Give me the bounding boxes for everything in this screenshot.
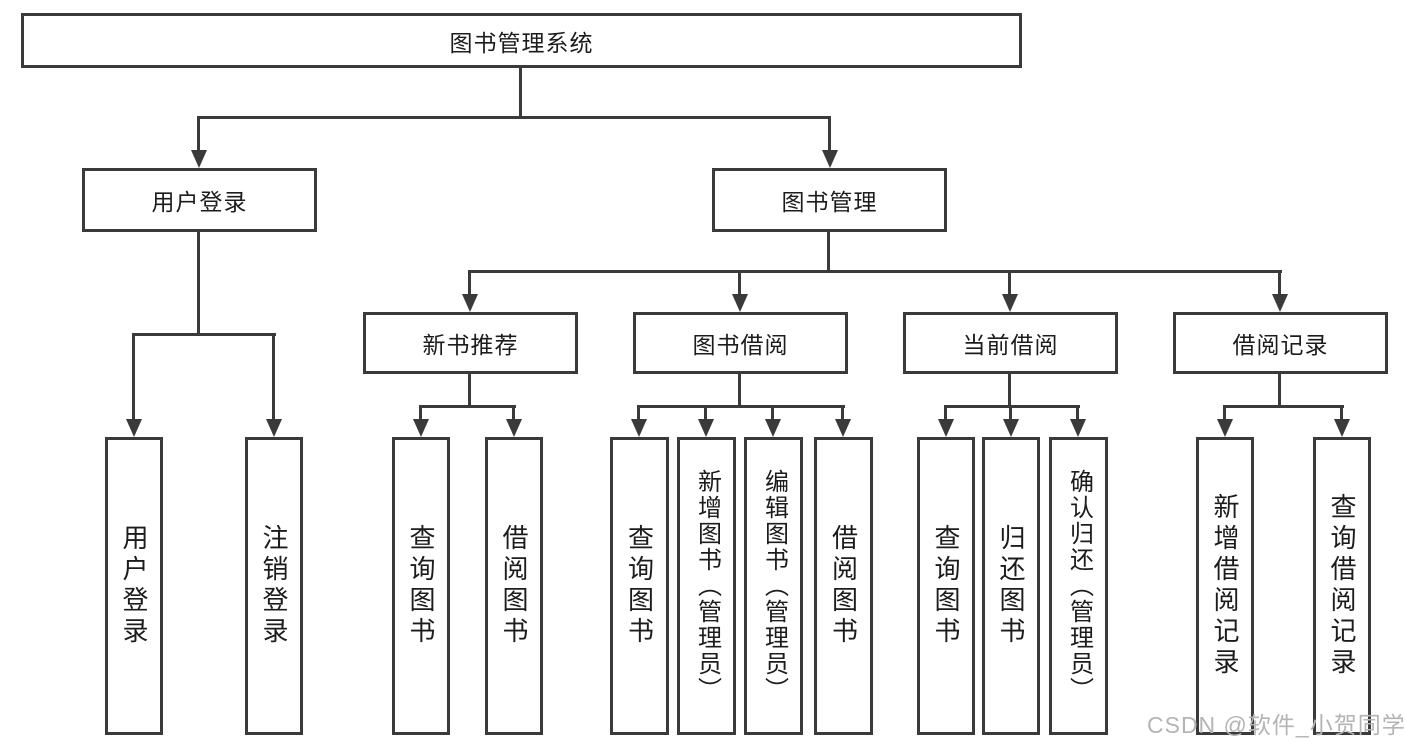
connector-line — [419, 405, 422, 425]
connector-line — [704, 405, 707, 425]
arrow-down-icon — [191, 150, 207, 168]
connector-line — [468, 270, 1282, 273]
arrow-down-icon — [835, 419, 851, 437]
node-new-book-recommend-label: 新书推荐 — [422, 332, 519, 358]
leaf-edit-book-admin: 编辑图书（管理员） — [744, 437, 803, 735]
leaf-logout: 注销登录 — [245, 437, 303, 735]
leaf-query-books-recommend-label: 查询图书 — [406, 524, 436, 648]
connector-line — [1008, 270, 1011, 300]
node-current-borrowing-label: 当前借阅 — [962, 332, 1059, 358]
node-root: 图书管理系统 — [21, 13, 1022, 68]
leaf-logout-label: 注销登录 — [259, 524, 289, 648]
leaf-query-borrow-record-label: 查询借阅记录 — [1327, 493, 1357, 679]
connector-line — [828, 116, 831, 156]
connector-line — [637, 405, 845, 408]
connector-line — [1278, 270, 1281, 300]
arrow-down-icon — [765, 419, 781, 437]
arrow-down-icon — [1070, 419, 1086, 437]
arrow-down-icon — [938, 419, 954, 437]
node-user-login: 用户登录 — [82, 168, 317, 232]
connector-line — [468, 270, 471, 300]
connector-line — [738, 270, 741, 300]
connector-line — [1278, 374, 1281, 407]
leaf-query-books-borrow: 查询图书 — [610, 437, 669, 735]
arrow-down-icon — [631, 419, 647, 437]
arrow-down-icon — [266, 419, 282, 437]
connector-line — [197, 116, 200, 156]
csdn-watermark: CSDN @软件_小贺同学 — [1147, 712, 1405, 738]
arrow-down-icon — [1003, 419, 1019, 437]
connector-line — [841, 405, 844, 425]
connector-line — [771, 405, 774, 425]
node-borrowing-records-label: 借阅记录 — [1232, 332, 1329, 358]
arrow-down-icon — [1272, 294, 1288, 312]
connector-line — [738, 374, 741, 407]
node-book-borrowing: 图书借阅 — [633, 312, 848, 374]
arrow-down-icon — [126, 419, 142, 437]
arrow-down-icon — [1334, 419, 1350, 437]
connector-line — [519, 68, 522, 118]
connector-line — [132, 333, 276, 336]
connector-line — [944, 405, 1080, 408]
connector-line — [1340, 405, 1343, 425]
node-user-login-label: 用户登录 — [151, 189, 248, 215]
arrow-down-icon — [462, 294, 478, 312]
leaf-confirm-return-admin: 确认归还（管理员） — [1049, 437, 1108, 735]
node-new-book-recommend: 新书推荐 — [363, 312, 578, 374]
leaf-confirm-return-admin-label: 确认归还（管理员） — [1065, 469, 1093, 703]
connector-line — [944, 405, 947, 425]
leaf-user-login-label: 用户登录 — [119, 524, 149, 648]
leaf-user-login: 用户登录 — [105, 437, 163, 735]
leaf-return-book: 归还图书 — [982, 437, 1040, 735]
connector-line — [1076, 405, 1079, 425]
leaf-query-books-current-label: 查询图书 — [931, 524, 961, 648]
connector-line — [1009, 405, 1012, 425]
node-borrowing-records: 借阅记录 — [1173, 312, 1388, 374]
node-current-borrowing: 当前借阅 — [903, 312, 1118, 374]
leaf-add-borrow-record: 新增借阅记录 — [1196, 437, 1254, 735]
connector-line — [512, 405, 515, 425]
leaf-borrow-books-borrow: 借阅图书 — [814, 437, 873, 735]
leaf-add-book-admin: 新增图书（管理员） — [677, 437, 736, 735]
arrow-down-icon — [506, 419, 522, 437]
connector-line — [197, 116, 831, 119]
node-book-borrowing-label: 图书借阅 — [692, 332, 789, 358]
leaf-edit-book-admin-label: 编辑图书（管理员） — [760, 469, 788, 703]
arrow-down-icon — [698, 419, 714, 437]
leaf-query-books-borrow-label: 查询图书 — [624, 524, 655, 648]
arrow-down-icon — [732, 294, 748, 312]
connector-line — [827, 232, 830, 273]
connector-line — [132, 333, 135, 425]
arrow-down-icon — [1002, 294, 1018, 312]
leaf-borrow-books-recommend-label: 借阅图书 — [499, 524, 529, 648]
leaf-query-borrow-record: 查询借阅记录 — [1313, 437, 1371, 735]
connector-line — [1008, 374, 1011, 407]
arrow-down-icon — [413, 419, 429, 437]
connector-line — [272, 333, 275, 425]
leaf-query-books-recommend: 查询图书 — [392, 437, 450, 735]
leaf-return-book-label: 归还图书 — [996, 524, 1026, 648]
leaf-add-borrow-record-label: 新增借阅记录 — [1210, 493, 1240, 679]
arrow-down-icon — [1217, 419, 1233, 437]
connector-line — [1223, 405, 1344, 408]
node-book-management-label: 图书管理 — [781, 189, 878, 215]
leaf-query-books-current: 查询图书 — [917, 437, 975, 735]
arrow-down-icon — [822, 150, 838, 168]
leaf-borrow-books-borrow-label: 借阅图书 — [828, 524, 859, 648]
node-book-management: 图书管理 — [712, 168, 947, 232]
node-root-label: 图书管理系统 — [449, 29, 594, 56]
leaf-add-book-admin-label: 新增图书（管理员） — [693, 469, 721, 703]
connector-line — [468, 374, 471, 407]
connector-line — [1223, 405, 1226, 425]
connector-line — [637, 405, 640, 425]
connector-line — [419, 405, 516, 408]
leaf-borrow-books-recommend: 借阅图书 — [485, 437, 543, 735]
connector-line — [197, 232, 200, 335]
